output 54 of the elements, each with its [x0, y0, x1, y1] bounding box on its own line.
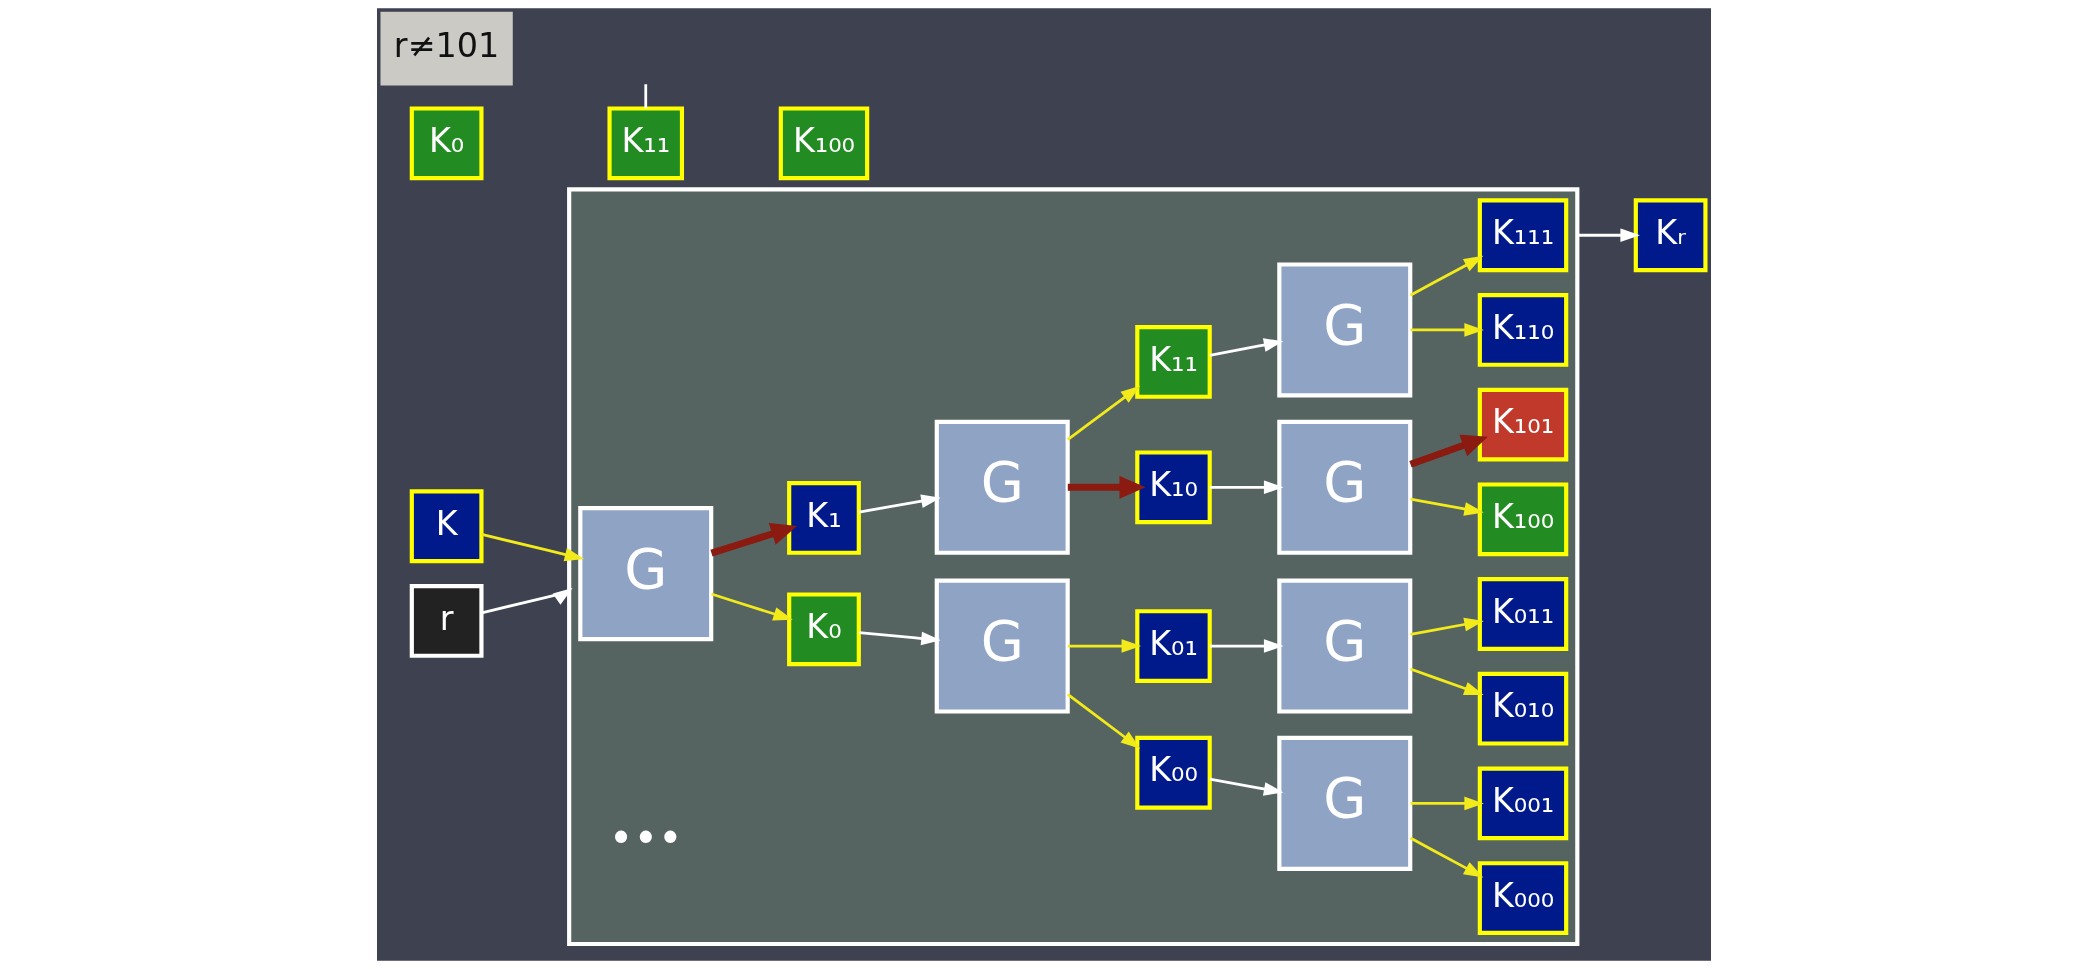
arrow	[709, 523, 797, 557]
node-box: G	[1276, 262, 1412, 398]
arrow	[480, 588, 573, 615]
node-box: K₁₀₁	[1477, 387, 1568, 462]
arrow	[1066, 693, 1140, 749]
arrow	[1410, 796, 1484, 811]
node-box: K₁	[786, 481, 861, 555]
node-box: K₀₀	[1134, 735, 1212, 810]
node-box: K₀	[786, 592, 861, 667]
arrow	[1209, 639, 1283, 653]
arrow	[858, 631, 941, 646]
arrow	[1209, 777, 1283, 796]
connector	[643, 84, 647, 109]
node-box: G	[1276, 735, 1412, 871]
arrow	[1066, 385, 1140, 441]
label: •••	[608, 813, 683, 863]
node-box: K₀₁₀	[1477, 671, 1568, 746]
node-box: K₁₀₀	[1477, 482, 1568, 557]
arrow	[1209, 338, 1283, 357]
node-box: K₁₀₀	[778, 106, 869, 181]
arrow	[710, 592, 793, 621]
arrow	[1408, 434, 1488, 468]
node-box: G	[1276, 578, 1412, 714]
node-box: G	[934, 578, 1070, 714]
arrow	[1409, 617, 1484, 636]
arrow	[1410, 323, 1484, 337]
arrow	[1209, 480, 1283, 495]
node-box: G	[934, 419, 1070, 555]
node-box: Kᵣ	[1633, 198, 1707, 273]
arrow	[1409, 667, 1484, 696]
node-box: G	[577, 506, 713, 642]
node-box: r≠101	[380, 11, 513, 86]
node-box: K₁₁	[606, 106, 684, 181]
node-box: K₀	[409, 106, 484, 181]
arrow	[1067, 639, 1141, 653]
arrow	[858, 494, 941, 514]
arrow	[1409, 255, 1483, 297]
cluster	[566, 187, 1579, 947]
node-box: K₀₀₁	[1477, 766, 1568, 841]
arrow	[1409, 497, 1484, 516]
node-box: r	[409, 584, 484, 658]
arrow	[480, 533, 584, 562]
node-box: K₀₁₁	[1477, 577, 1568, 651]
arrow	[1576, 228, 1640, 243]
node-box: K₁₁₁	[1477, 198, 1568, 273]
arrow	[1409, 836, 1483, 878]
node-box: K₁₁	[1134, 325, 1212, 399]
node-box: K₀₀₀	[1477, 861, 1568, 935]
node-box: G	[1276, 419, 1412, 555]
arrow	[1067, 475, 1146, 499]
node-box: K₀₁	[1134, 609, 1212, 683]
node-box: K	[409, 489, 484, 564]
node-box: K₁₀	[1134, 450, 1212, 525]
node-box: K₁₁₀	[1477, 293, 1568, 367]
